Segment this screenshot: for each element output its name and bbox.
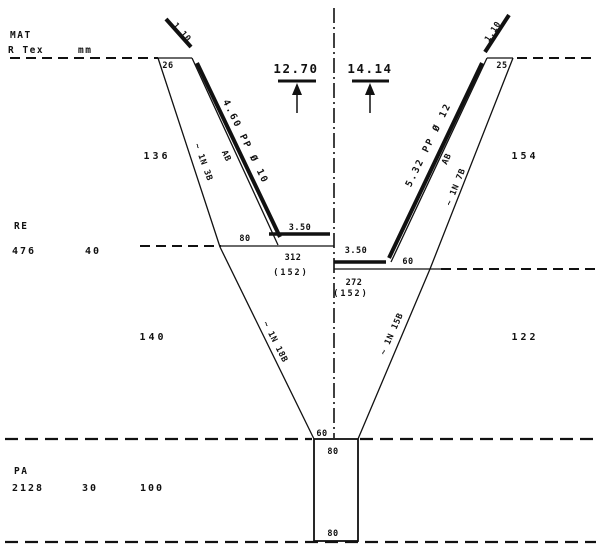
zone-lower-left: 140 [139, 332, 166, 343]
left-arm-top-width: 26 [162, 61, 173, 71]
left-arm-inner-edge [191, 57, 279, 246]
zone-upper-right: 154 [511, 151, 538, 162]
left-arm-outer-edge [157, 57, 221, 248]
right-root-elev: 272 [346, 278, 363, 288]
right-root-elev-alt: (152) [333, 289, 369, 299]
right-offset-arrowhead [365, 83, 375, 95]
re-value-1: 476 [12, 246, 36, 257]
zone-upper-left: 136 [143, 151, 170, 162]
left-root-elev-alt: (152) [273, 268, 309, 278]
left-leg-line [219, 246, 315, 440]
pa-label: PA [14, 466, 28, 477]
re-value-2: 40 [85, 246, 101, 257]
right-inner-edge-label: AB [440, 152, 454, 166]
left-outer-slope-label: ~ 1N 3B [191, 142, 214, 182]
re-label: RE [14, 221, 28, 232]
left-tack-dim: 1.10 [170, 21, 192, 44]
left-tack-stroke [164, 17, 193, 49]
column-top-value: 80 [327, 447, 338, 457]
right-arm-inner-edge [390, 57, 488, 263]
pa-value-2: 30 [82, 483, 98, 494]
column-bottom-value: 80 [327, 529, 338, 539]
left-weld-pass-line [195, 62, 282, 238]
column-throat-width: 60 [316, 429, 327, 439]
bottom-column-rect [313, 438, 359, 542]
right-tack-stroke [483, 13, 511, 54]
left-root-elev: 312 [285, 253, 302, 263]
left-offset-value: 12.70 [273, 61, 318, 76]
mat-label: MAT [10, 30, 32, 41]
pa-value-1: 2128 [12, 483, 44, 494]
right-arm-outer-edge [429, 57, 514, 270]
left-offset-arrowhead [292, 83, 302, 95]
zone-lower-right: 122 [511, 332, 538, 343]
right-root-face: 3.50 [345, 246, 367, 256]
right-weld-pass-line [387, 62, 484, 259]
left-root-gap: 80 [239, 234, 250, 244]
mm-label: mm [78, 45, 92, 56]
right-root-gap: 60 [402, 257, 413, 267]
rtex-label: R Tex [8, 45, 44, 56]
right-offset-value: 14.14 [347, 61, 392, 76]
left-root-face: 3.50 [289, 223, 311, 233]
left-inner-edge-label: AB [219, 149, 233, 163]
right-leg-line [357, 268, 431, 440]
right-tack-dim: 1.10 [483, 20, 504, 44]
right-arm-top-width: 25 [496, 61, 507, 71]
pa-value-3: 100 [140, 483, 164, 494]
